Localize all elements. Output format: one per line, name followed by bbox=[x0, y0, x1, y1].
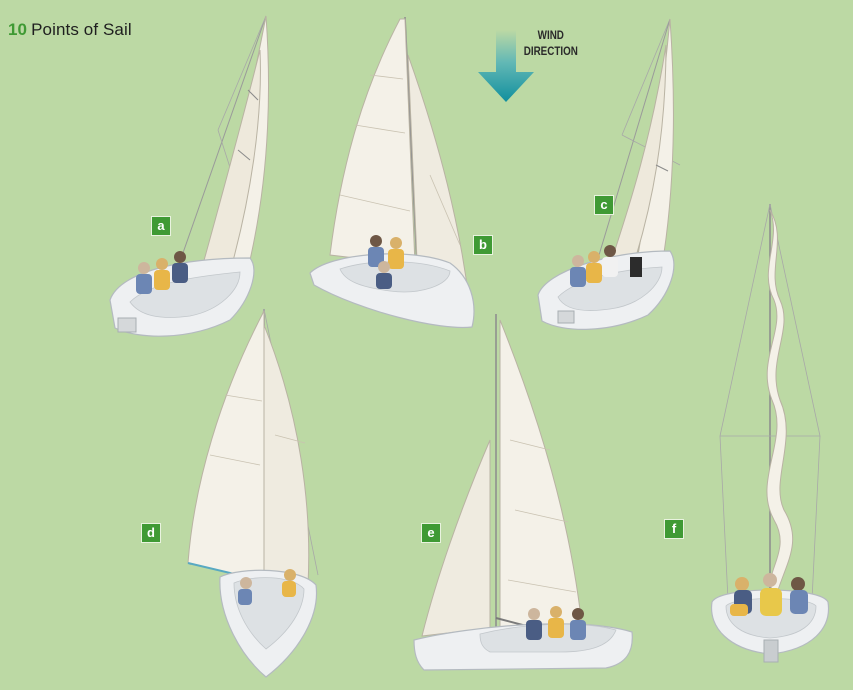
label-a: a bbox=[151, 216, 171, 236]
label-f: f bbox=[664, 519, 684, 539]
sailboat-c-illustration bbox=[537, 18, 681, 330]
wind-label: WIND DIRECTION bbox=[518, 27, 584, 59]
sailboat-a-illustration bbox=[109, 15, 270, 337]
wind-label-line2: DIRECTION bbox=[523, 44, 578, 58]
label-b: b bbox=[473, 235, 493, 255]
wind-label-line1: WIND bbox=[537, 28, 564, 42]
wind-direction-indicator: WIND DIRECTION bbox=[470, 20, 600, 110]
label-c: c bbox=[594, 195, 614, 215]
label-e: e bbox=[421, 523, 441, 543]
label-d: d bbox=[141, 523, 161, 543]
title-number: 10 bbox=[8, 20, 28, 39]
sailboat-d-illustration bbox=[187, 308, 319, 678]
wind-arrow-icon bbox=[478, 30, 534, 102]
sailboat-e-illustration bbox=[413, 314, 633, 671]
sailboat-b-illustration bbox=[309, 16, 475, 329]
title-text: Points of Sail bbox=[31, 20, 132, 39]
sailboat-f-illustration bbox=[710, 203, 830, 663]
